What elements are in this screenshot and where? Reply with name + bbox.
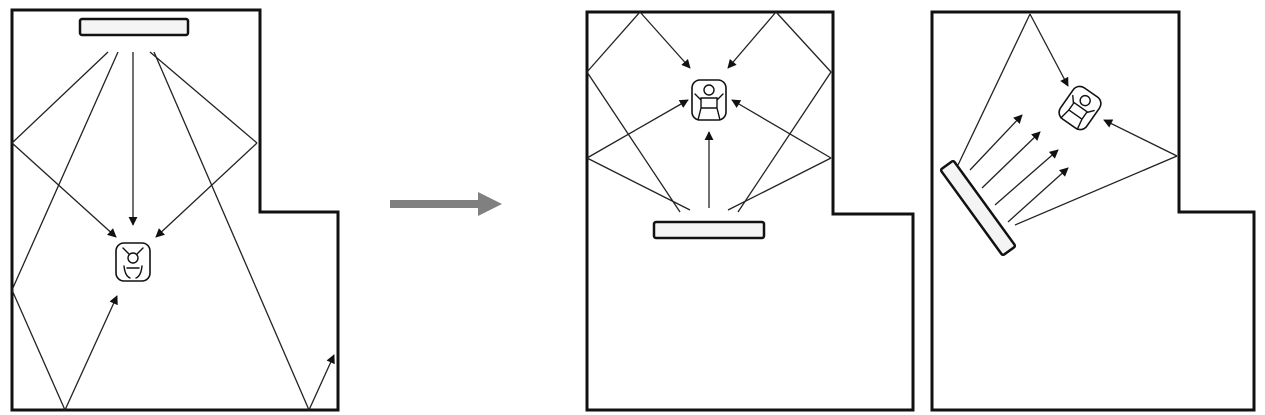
sound-rays bbox=[586, 11, 832, 213]
room-outline bbox=[10, 8, 340, 412]
listener-icon bbox=[1058, 85, 1102, 131]
sound-rays bbox=[11, 51, 335, 411]
room-outline bbox=[930, 10, 1256, 412]
listener-icon bbox=[691, 79, 727, 121]
panel-after-centered bbox=[585, 10, 915, 412]
speaker-icon bbox=[652, 220, 766, 240]
speaker-icon bbox=[78, 17, 190, 37]
room-outline bbox=[585, 10, 915, 412]
panel-before bbox=[10, 8, 340, 412]
speaker-icon bbox=[939, 159, 1017, 257]
panel-after-angled bbox=[930, 10, 1256, 412]
listener-icon bbox=[115, 242, 151, 282]
sound-rays bbox=[957, 13, 1178, 226]
